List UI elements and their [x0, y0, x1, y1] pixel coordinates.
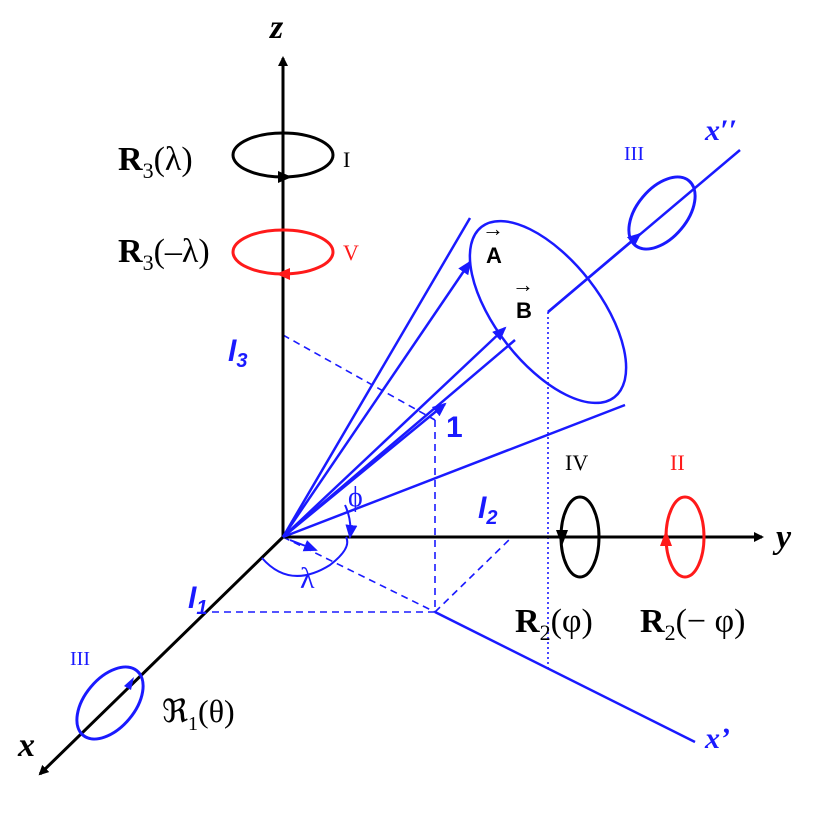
arrow-icon — [660, 530, 672, 546]
svg-text:ℜ1(θ): ℜ1(θ) — [162, 693, 235, 735]
label-r2-neg-phi: R2(− φ) — [640, 603, 746, 645]
step-V: V — [343, 240, 359, 265]
unit-vector-label: 1 — [446, 411, 463, 444]
arrow-icon — [124, 677, 134, 690]
l1-label: l1 — [188, 582, 207, 619]
svg-text:R3(–λ): R3(–λ) — [118, 233, 210, 275]
step-IV: IV — [565, 450, 588, 475]
step-III-x2: III — [624, 143, 644, 165]
arrow-icon — [276, 268, 290, 280]
label-r3-neg-lambda: R3(–λ) — [118, 233, 210, 275]
vector-B-arrow: → — [512, 272, 534, 297]
x-axis-label: x — [17, 727, 35, 764]
phi-arc — [344, 504, 358, 539]
x-double-prime-label: x′′ — [704, 114, 737, 147]
rotation-circle-III-x2 — [627, 175, 697, 251]
phi-label: ϕ — [348, 482, 363, 513]
label-r1-theta: ℜ1(θ) — [162, 693, 235, 735]
l3-label: l3 — [228, 335, 247, 372]
svg-text:R2(φ): R2(φ) — [515, 603, 593, 645]
lambda-label: λ — [300, 562, 315, 595]
x-prime-label: x’ — [704, 722, 730, 755]
x-prime-axis — [434, 610, 696, 744]
vector-A-arrow: → — [482, 216, 504, 241]
vector-A-label: A — [486, 243, 502, 268]
step-III-x: III — [70, 648, 90, 670]
arrow-icon — [556, 530, 568, 546]
step-I: I — [343, 147, 350, 172]
l2-label: l2 — [478, 492, 497, 529]
label-r2-phi: R2(φ) — [515, 603, 593, 645]
step-II: II — [670, 450, 685, 475]
lambda-arc — [261, 536, 349, 577]
svg-text:R3(λ): R3(λ) — [118, 141, 193, 183]
svg-text:R2(− φ): R2(− φ) — [640, 603, 746, 645]
y-axis-label: y — [772, 519, 792, 556]
lambda-arrow — [289, 539, 318, 552]
arrow-icon — [278, 171, 292, 183]
vector-B-label: B — [516, 298, 532, 323]
label-r3-lambda: R3(λ) — [118, 141, 193, 183]
cone — [281, 149, 741, 539]
rotation-circle-III-x — [75, 665, 145, 741]
z-axis-label: z — [269, 9, 284, 46]
